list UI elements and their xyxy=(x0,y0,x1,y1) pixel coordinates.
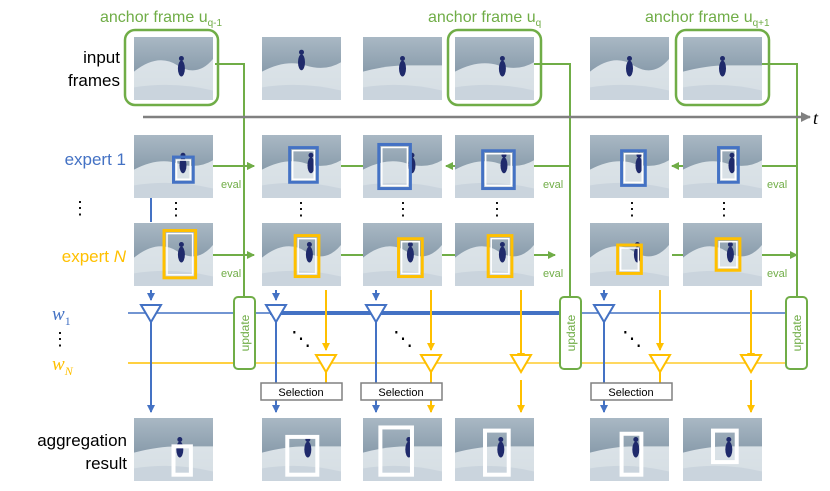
update-box-1: update xyxy=(233,296,256,370)
svg-text:update: update xyxy=(790,314,804,351)
yellow-weight-node-1 xyxy=(314,354,338,374)
anchor-frame-box-3 xyxy=(674,28,771,107)
e1-frame-3 xyxy=(363,135,442,198)
svg-text:Selection: Selection xyxy=(278,387,323,399)
selection-box-1: Selection xyxy=(260,382,343,401)
weight-vdots: ⋮ xyxy=(51,329,69,349)
agg-frame-6 xyxy=(683,418,762,481)
update-box-3: update xyxy=(785,296,808,370)
en-frame-1 xyxy=(134,223,213,286)
svg-text:update: update xyxy=(564,314,578,351)
vdots-col-4: ⋮ xyxy=(488,199,506,219)
input-frame-3 xyxy=(363,37,442,100)
ddots-1: ⋱ xyxy=(291,328,311,350)
vdots-col-5: ⋮ xyxy=(623,199,641,219)
expert-n-label: expert N xyxy=(62,247,127,266)
blue-weight-node-1 xyxy=(139,304,163,324)
anchor-title-q-plus-1: anchor frame uq+1 xyxy=(645,9,770,29)
e1-frame-1 xyxy=(134,135,213,198)
en-frame-4 xyxy=(455,223,534,286)
eval-label-1: eval xyxy=(221,179,241,191)
blue-weight-node-3 xyxy=(364,304,388,324)
anchor-path-3 xyxy=(750,63,798,297)
vdots-col-3: ⋮ xyxy=(394,199,412,219)
e1-frame-4 xyxy=(455,135,534,198)
weight-1-label: w1 xyxy=(52,304,71,328)
aggregation-label-line1: aggregation xyxy=(37,431,127,450)
ddots-3: ⋱ xyxy=(622,328,642,350)
vdots-col-1: ⋮ xyxy=(167,199,185,219)
input-frame-5 xyxy=(590,37,669,100)
eval-label-4: eval xyxy=(543,268,563,280)
yellow-weight-node-4 xyxy=(648,354,672,374)
agg-frame-5 xyxy=(590,418,669,481)
input-frames-label-line1: input xyxy=(83,48,120,67)
ddots-2: ⋱ xyxy=(393,328,413,350)
input-frame-2 xyxy=(262,37,341,100)
vdots-col-6: ⋮ xyxy=(715,199,733,219)
e1-frame-6 xyxy=(683,135,762,198)
update-box-2: update xyxy=(559,296,582,370)
yellow-weight-node-5 xyxy=(739,354,763,374)
eval-label-3: eval xyxy=(543,179,563,191)
en-frame-5 xyxy=(590,223,669,286)
anchor-title-q: anchor frame uq xyxy=(428,9,541,29)
anchor-path-1 xyxy=(215,63,245,297)
eval-label-2: eval xyxy=(221,268,241,280)
time-axis-label: t xyxy=(813,108,819,128)
svg-text:Selection: Selection xyxy=(608,387,653,399)
vdots-col-2: ⋮ xyxy=(292,199,310,219)
blue-weight-node-4 xyxy=(592,304,616,324)
blue-weight-node-2 xyxy=(264,304,288,324)
agg-frame-2 xyxy=(262,418,341,481)
e1-frame-5 xyxy=(590,135,669,198)
eval-label-6: eval xyxy=(767,268,787,280)
expert-1-vdots: ⋮ xyxy=(71,198,89,218)
weight-n-label: wN xyxy=(52,354,74,378)
yellow-weight-node-2 xyxy=(419,354,443,374)
input-frame-1 xyxy=(134,37,213,100)
anchor-frame-box-2 xyxy=(446,28,543,107)
anchor-frame-box-1 xyxy=(123,28,220,107)
selection-box-2: Selection xyxy=(360,382,443,401)
svg-text:update: update xyxy=(238,314,252,351)
en-frame-2 xyxy=(262,223,341,286)
input-frames-label-line2: frames xyxy=(68,71,120,90)
selection-box-3: Selection xyxy=(590,382,673,401)
agg-frame-1 xyxy=(134,418,213,481)
en-frame-6 xyxy=(683,223,762,286)
svg-text:Selection: Selection xyxy=(378,387,423,399)
input-frame-4 xyxy=(455,37,534,100)
agg-frame-4 xyxy=(455,418,534,481)
expert-1-label: expert 1 xyxy=(65,150,126,169)
agg-frame-3 xyxy=(363,418,442,481)
e1-frame-2 xyxy=(262,135,341,198)
yellow-weight-node-3 xyxy=(509,354,533,374)
input-frame-6 xyxy=(683,37,762,100)
aggregation-label-line2: result xyxy=(85,454,127,473)
en-frame-3 xyxy=(363,223,442,286)
eval-label-5: eval xyxy=(767,179,787,191)
anchor-title-q-minus-1: anchor frame uq-1 xyxy=(100,9,223,29)
